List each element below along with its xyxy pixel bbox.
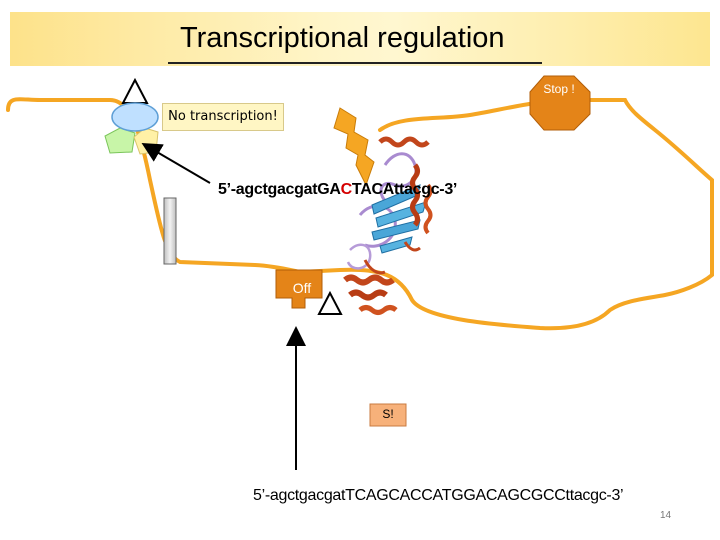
title-bar bbox=[10, 12, 710, 66]
sequence-top-prefix: 5’-agctgacgat bbox=[218, 181, 318, 198]
gray-bar bbox=[163, 197, 177, 265]
s-box bbox=[369, 403, 407, 427]
slide-title: Transcriptional regulation bbox=[180, 22, 505, 54]
no-transcription-label: No transcription! bbox=[162, 103, 284, 131]
sequence-top: 5’-agctgacgatGACTACAttacgc-3’ bbox=[218, 181, 457, 199]
protein-triangle-top bbox=[121, 77, 149, 104]
stop-octagon bbox=[529, 75, 591, 131]
page-number: 14 bbox=[660, 510, 672, 521]
protein-structure bbox=[343, 136, 433, 315]
title-underline bbox=[168, 62, 542, 64]
sequence-top-highlight: C bbox=[340, 181, 353, 198]
off-label: Off bbox=[292, 280, 312, 296]
sequence-top-caps-a: GA bbox=[317, 181, 341, 198]
protein-pentagon-green bbox=[104, 127, 136, 154]
sequence-bottom: 5’-agctgacgatTCAGCACCATGGACAGCGCCttacgc-… bbox=[253, 487, 624, 504]
small-triangle bbox=[317, 290, 343, 315]
dna-strand bbox=[6, 97, 714, 331]
sequence-top-suffix: ttacgc-3’ bbox=[393, 181, 458, 198]
off-shape bbox=[275, 269, 323, 309]
s-label: S! bbox=[382, 407, 394, 421]
stop-label: Stop ! bbox=[543, 82, 575, 96]
lightning-bolt bbox=[333, 107, 375, 187]
arrow-to-protein bbox=[141, 142, 211, 184]
sequence-top-caps-b: TACA bbox=[351, 181, 394, 198]
protein-oval-blue bbox=[111, 102, 159, 132]
